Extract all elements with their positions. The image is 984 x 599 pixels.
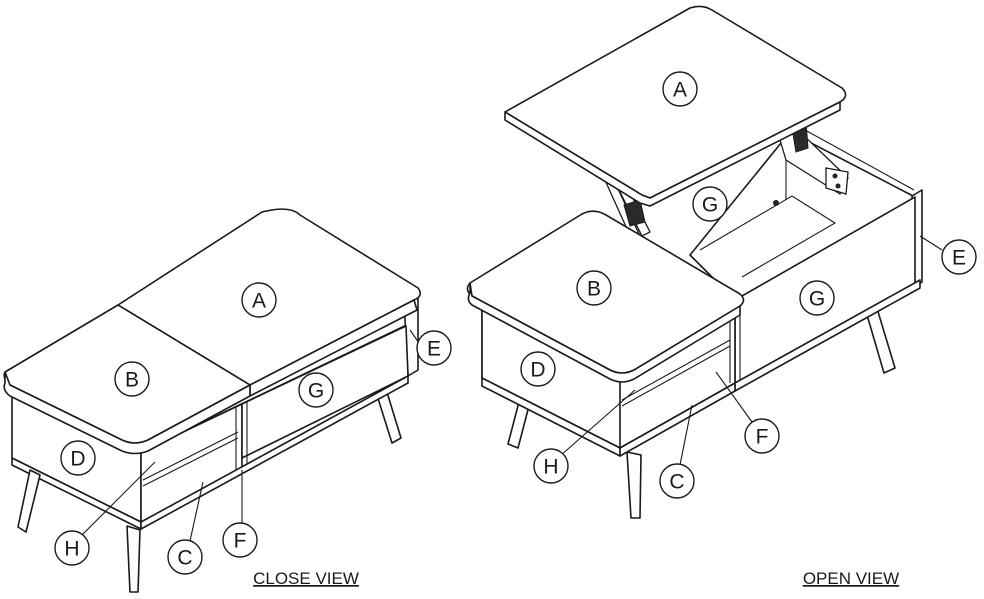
- close-callout-g: G: [298, 372, 334, 408]
- close-view-callouts: A B G D E H C F: [54, 282, 452, 588]
- svg-text:F: F: [234, 530, 247, 553]
- open-leg-front-center: [626, 451, 642, 519]
- svg-text:A: A: [673, 79, 687, 102]
- open-callout-c: C: [659, 463, 695, 499]
- close-callout-h: H: [54, 530, 90, 566]
- svg-text:D: D: [530, 359, 545, 382]
- svg-text:C: C: [177, 547, 192, 570]
- close-callout-e: E: [416, 330, 452, 366]
- open-callout-g-interior: G: [692, 186, 728, 222]
- close-callout-b: B: [114, 361, 150, 397]
- svg-text:G: G: [809, 288, 825, 311]
- open-view-callouts: A G E B G D H F: [520, 71, 977, 588]
- open-callout-h: H: [533, 448, 569, 484]
- close-callout-c: C: [167, 539, 203, 575]
- open-callout-d: D: [520, 351, 556, 387]
- svg-text:E: E: [427, 338, 441, 361]
- close-callout-d: D: [60, 440, 96, 476]
- svg-text:F: F: [756, 426, 769, 449]
- close-view-caption: CLOSE VIEW: [253, 569, 359, 588]
- open-callout-a: A: [662, 71, 698, 107]
- svg-text:B: B: [587, 278, 601, 301]
- svg-text:G: G: [702, 194, 718, 217]
- svg-text:C: C: [669, 471, 684, 494]
- svg-text:A: A: [252, 290, 266, 313]
- close-callout-a: A: [241, 282, 277, 318]
- svg-text:B: B: [125, 369, 139, 392]
- svg-text:H: H: [64, 538, 79, 561]
- svg-text:D: D: [70, 448, 85, 471]
- svg-text:E: E: [952, 247, 966, 270]
- close-callout-f: F: [222, 522, 258, 558]
- open-callout-e: E: [941, 239, 977, 275]
- svg-text:G: G: [308, 380, 324, 403]
- open-view-caption: OPEN VIEW: [803, 569, 899, 588]
- open-callout-b: B: [576, 270, 612, 306]
- open-callout-f: F: [744, 418, 780, 454]
- lift-mechanism-right: [773, 121, 849, 206]
- svg-text:H: H: [543, 456, 558, 479]
- close-leg-front-left: [17, 469, 41, 533]
- open-callout-g-front: G: [799, 280, 835, 316]
- close-leg-front-center: [126, 525, 141, 593]
